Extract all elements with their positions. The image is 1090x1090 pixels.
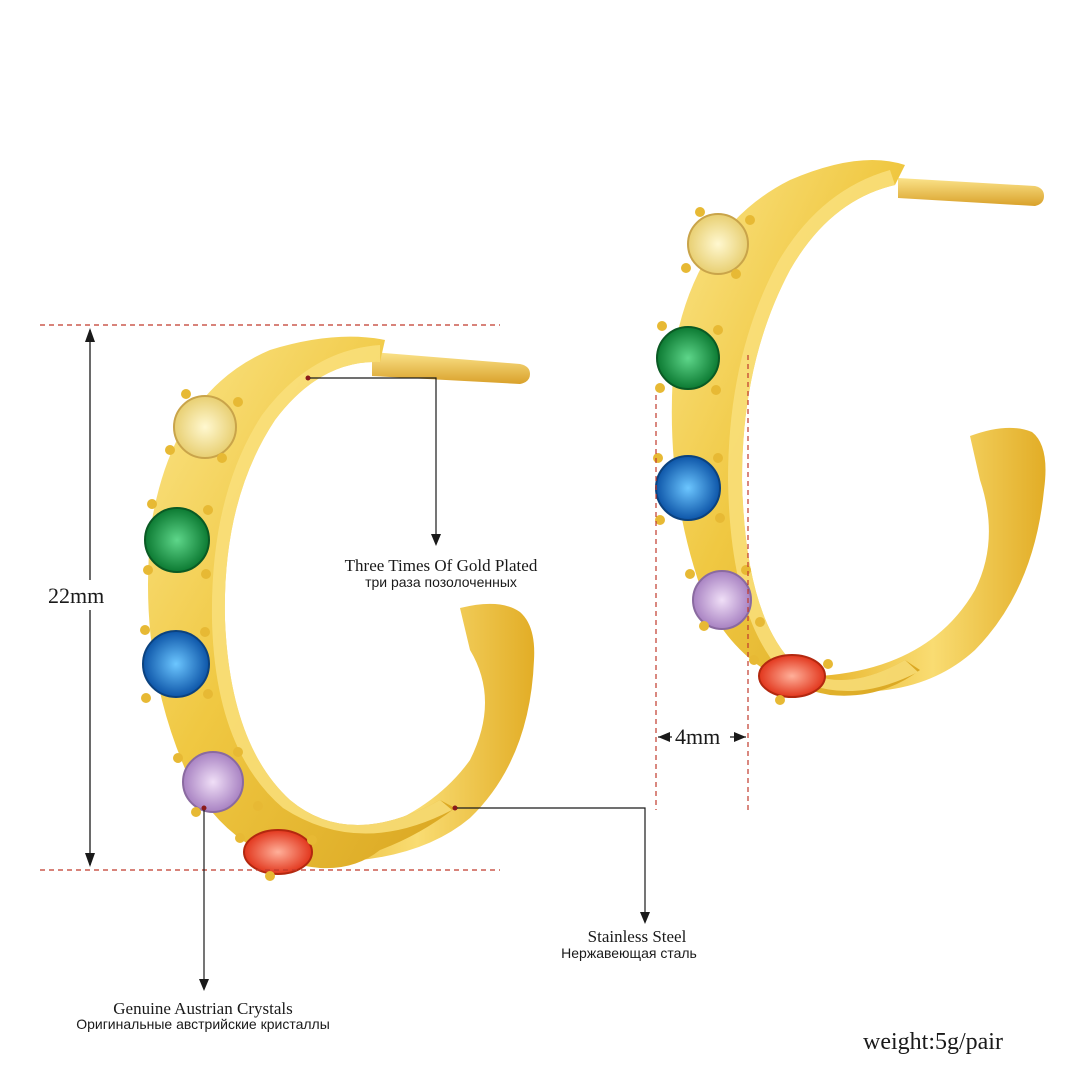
height-dimension: 22mm (40, 324, 500, 871)
height-arrow-head-bottom (85, 853, 95, 867)
gold-plated-label-ru: три раза позолоченных (365, 574, 517, 590)
right-earring-inner-band (820, 427, 1046, 692)
right-earring-lip (728, 170, 918, 692)
stainless-steel-label-ru: Нержавеющая сталь (561, 945, 697, 961)
stainless-steel-label-en: Stainless Steel (588, 927, 687, 946)
height-arrow-head-top (85, 328, 95, 342)
left-earring (140, 336, 535, 881)
right-stone-yellow (687, 213, 749, 275)
weight-label: weight:5g/pair (863, 1029, 1003, 1055)
right-stone-blue (655, 455, 721, 521)
width-arrow-head-left (658, 732, 670, 742)
crystals-callout: Genuine Austrian Crystals Оригинальные а… (76, 805, 330, 1032)
crystals-label-ru: Оригинальные австрийские кристаллы (76, 1016, 330, 1032)
right-stone-lilac (692, 570, 752, 630)
left-earring-outer-band (147, 336, 455, 869)
width-arrow-head-right (734, 732, 746, 742)
width-dimension: 4mm (655, 355, 749, 810)
right-stone-green (656, 326, 720, 390)
left-stone-yellow (173, 395, 237, 459)
left-earring-inner-band (300, 603, 535, 862)
left-earring-post (372, 352, 530, 384)
right-earring (653, 160, 1046, 705)
height-label: 22mm (48, 583, 104, 608)
left-stone-green (144, 507, 210, 573)
left-stone-blue (142, 630, 210, 698)
right-earring-post (898, 178, 1044, 206)
width-label: 4mm (675, 724, 720, 749)
right-stone-red (758, 654, 826, 698)
gold-plated-label-en: Three Times Of Gold Plated (345, 556, 538, 575)
crystals-label-en: Genuine Austrian Crystals (113, 999, 292, 1018)
left-stone-red (243, 829, 313, 875)
left-stone-lilac (182, 751, 244, 813)
stainless-steel-callout: Stainless Steel Нержавеющая сталь (452, 805, 697, 961)
gold-plated-callout: Three Times Of Gold Plated три раза позо… (305, 375, 538, 590)
right-earring-outer-band (671, 160, 920, 696)
